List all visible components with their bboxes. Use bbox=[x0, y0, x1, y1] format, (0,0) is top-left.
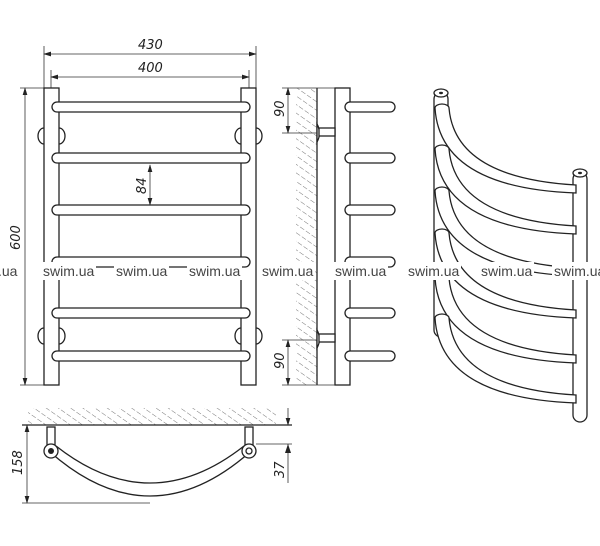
perspective-right-post bbox=[572, 171, 588, 423]
side-rung bbox=[344, 101, 396, 113]
perspective-rung bbox=[434, 144, 577, 235]
watermark: swim.ua bbox=[41, 262, 97, 280]
rungs bbox=[51, 101, 251, 362]
watermark: swim.ua bbox=[333, 262, 389, 280]
rung bbox=[51, 101, 251, 113]
watermark: swim.ua bbox=[187, 262, 243, 280]
top-view: 158 37 bbox=[11, 408, 292, 504]
watermark: swim.ua bbox=[479, 262, 535, 280]
perspective-rungs bbox=[434, 103, 577, 404]
dim-label-84: 84 bbox=[135, 177, 150, 194]
side-view: 90 90 bbox=[273, 87, 396, 386]
rung bbox=[51, 307, 251, 319]
dim-label-37: 37 bbox=[273, 461, 288, 478]
dim-label-430: 430 bbox=[138, 38, 163, 53]
rung bbox=[51, 152, 251, 164]
top-brackets bbox=[37, 127, 263, 145]
rung bbox=[51, 204, 251, 216]
perspective-rung bbox=[434, 228, 577, 319]
side-rung bbox=[344, 204, 396, 216]
side-rung bbox=[344, 307, 396, 319]
side-rungs bbox=[344, 101, 396, 362]
dim-label-158: 158 bbox=[11, 450, 26, 475]
rung bbox=[51, 350, 251, 362]
bottom-brackets bbox=[37, 327, 263, 345]
dim-label-600: 600 bbox=[9, 225, 24, 250]
watermark: swim.ua bbox=[552, 262, 600, 280]
watermark: .ua bbox=[0, 262, 20, 280]
side-rung bbox=[344, 152, 396, 164]
perspective-view bbox=[433, 88, 588, 423]
watermark: swim.ua bbox=[114, 262, 170, 280]
dim-label-bottom-90: 90 bbox=[273, 352, 288, 369]
front-view: 430 400 600 84 bbox=[9, 38, 263, 386]
dim-label-400: 400 bbox=[138, 61, 163, 76]
right-post bbox=[240, 87, 257, 386]
watermark: swim.ua bbox=[260, 262, 316, 280]
side-rung bbox=[344, 350, 396, 362]
side-post bbox=[334, 87, 351, 386]
perspective-rung bbox=[434, 313, 577, 404]
perspective-rung bbox=[434, 103, 577, 194]
watermark: swim.ua bbox=[406, 262, 462, 280]
dim-label-top-90: 90 bbox=[273, 100, 288, 117]
left-post bbox=[43, 87, 60, 386]
